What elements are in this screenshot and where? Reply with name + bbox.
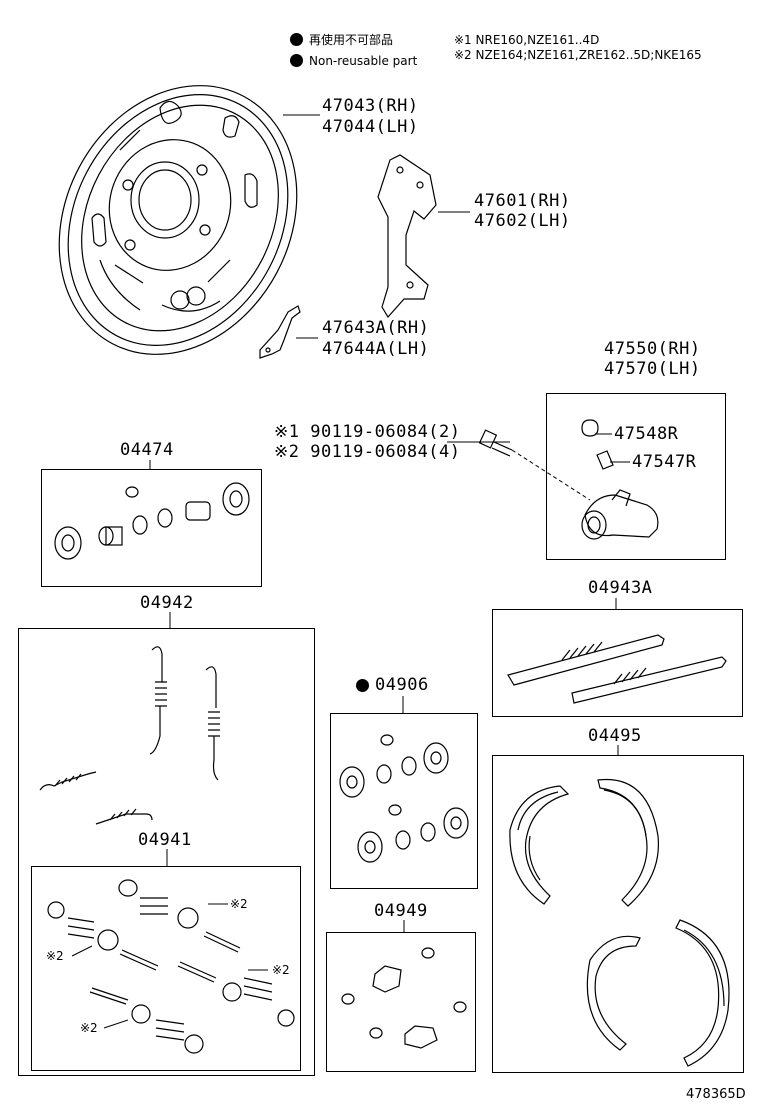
box-kit-04941 bbox=[31, 866, 301, 1071]
label-wheel-cylinder-rh[interactable]: 47550(RH) bbox=[604, 339, 701, 359]
legend-en-text: Non-reusable part bbox=[309, 54, 418, 68]
legend-en: Non-reusable part bbox=[290, 54, 417, 68]
legend-jp: 再使用不可部品 bbox=[290, 33, 393, 47]
non-reusable-dot-icon bbox=[356, 679, 369, 692]
label-bracket-rh[interactable]: 47601(RH) bbox=[474, 191, 571, 211]
legend-jp-text: 再使用不可部品 bbox=[309, 33, 394, 47]
bolt-drawing bbox=[478, 429, 513, 457]
mark-note2-a: ※2 bbox=[230, 897, 248, 911]
applicability-note-1: ※1 NRE160,NZE161..4D bbox=[454, 33, 600, 47]
label-kit-04943a[interactable]: 04943A bbox=[588, 578, 653, 598]
box-kit-04495 bbox=[492, 755, 744, 1073]
label-kit-04906-text: 04906 bbox=[375, 675, 429, 695]
box-wheel-cylinder bbox=[546, 393, 726, 560]
label-bleeder-plug[interactable]: 47547R bbox=[632, 452, 697, 472]
label-kit-04906[interactable]: 04906 bbox=[356, 676, 429, 695]
label-plate-rh[interactable]: 47043(RH) bbox=[322, 96, 419, 116]
label-bolt-1[interactable]: ※1 90119-06084(2) bbox=[274, 422, 461, 442]
non-reusable-dot-icon bbox=[290, 33, 303, 46]
backing-plate-drawing bbox=[58, 85, 298, 355]
label-bolt-2[interactable]: ※2 90119-06084(4) bbox=[274, 442, 461, 462]
diagram-id: 478365D bbox=[686, 1087, 746, 1102]
mark-note2-d: ※2 bbox=[80, 1021, 98, 1035]
label-plate-lh[interactable]: 47044(LH) bbox=[322, 117, 419, 137]
label-lever-rh[interactable]: 47643A(RH) bbox=[322, 318, 430, 338]
label-wheel-cylinder-lh[interactable]: 47570(LH) bbox=[604, 359, 701, 379]
label-lever-lh[interactable]: 47644A(LH) bbox=[322, 339, 430, 359]
mark-note2-b: ※2 bbox=[46, 949, 64, 963]
label-kit-04941[interactable]: 04941 bbox=[138, 830, 192, 850]
box-kit-04943a bbox=[492, 609, 743, 717]
label-bracket-lh[interactable]: 47602(LH) bbox=[474, 211, 571, 231]
box-kit-04949 bbox=[326, 932, 476, 1072]
kit-04474-drawing bbox=[54, 482, 250, 560]
kit-04942-drawing bbox=[39, 646, 220, 825]
box-kit-04474 bbox=[41, 469, 262, 587]
kit-04906-drawing bbox=[339, 734, 469, 863]
wheel-cylinder-drawing bbox=[581, 419, 659, 540]
bracket-drawing bbox=[377, 154, 437, 319]
mark-note2-c: ※2 bbox=[272, 963, 290, 977]
kit-04943a-drawing bbox=[507, 634, 727, 704]
box-kit-04906 bbox=[330, 713, 478, 889]
label-kit-04949[interactable]: 04949 bbox=[374, 901, 428, 921]
box-kit-04942 bbox=[18, 628, 315, 1076]
label-bleeder-cap[interactable]: 47548R bbox=[614, 424, 679, 444]
label-kit-04495[interactable]: 04495 bbox=[588, 726, 642, 746]
applicability-note-2: ※2 NZE164;NZE161,ZRE162..5D;NKE165 bbox=[454, 48, 702, 62]
kit-04495-drawing bbox=[509, 778, 730, 1067]
label-kit-04942[interactable]: 04942 bbox=[140, 593, 194, 613]
non-reusable-dot-icon bbox=[290, 54, 303, 67]
leader-lines bbox=[71, 114, 630, 1029]
label-kit-04474[interactable]: 04474 bbox=[120, 440, 174, 460]
kit-04941-drawing bbox=[47, 879, 295, 1054]
kit-04949-drawing bbox=[341, 947, 467, 1049]
lever-drawing bbox=[259, 305, 301, 359]
